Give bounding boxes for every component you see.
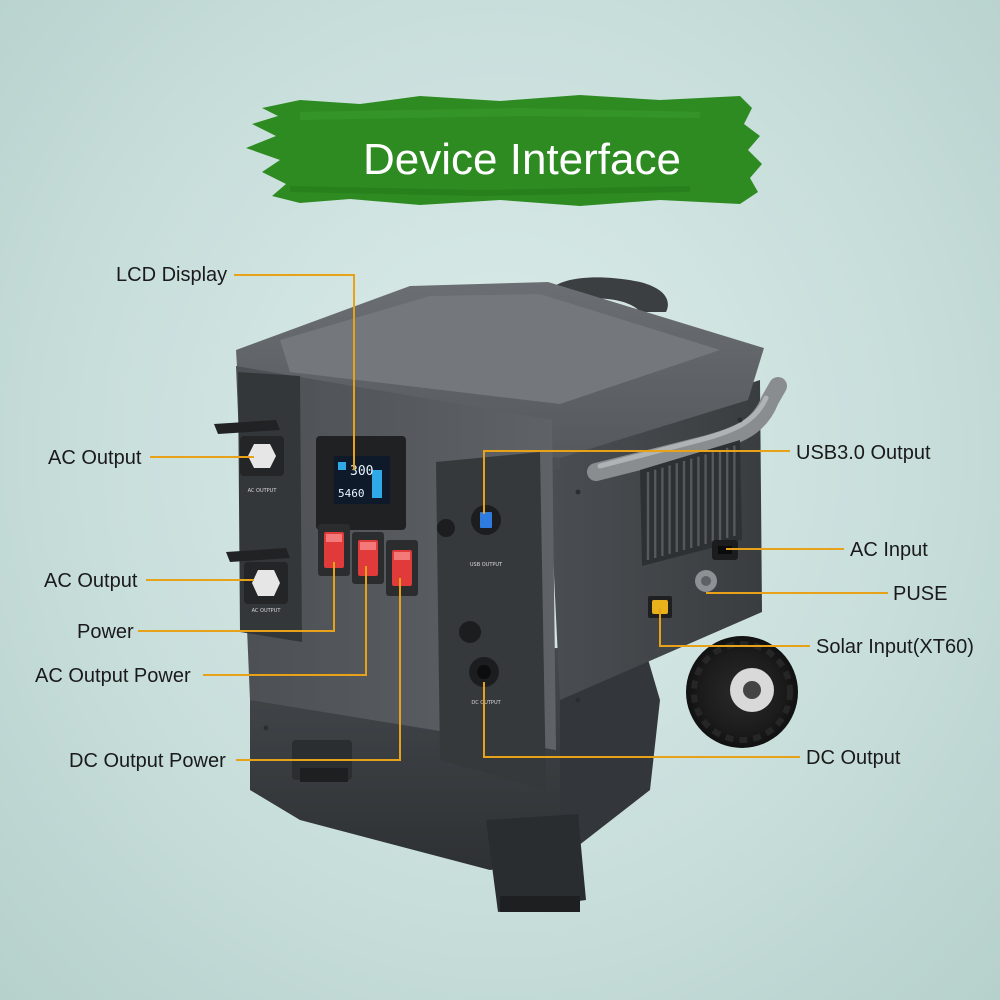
- ac-output-panel-label: AC OUTPUT: [248, 488, 278, 494]
- banner-brush-shape: [246, 95, 762, 206]
- leader-ac-output-power: [203, 566, 367, 676]
- lcd-icon: [338, 462, 346, 470]
- screw: [263, 725, 269, 731]
- fuse-knob[interactable]: [695, 570, 717, 592]
- screw: [575, 489, 581, 495]
- leader-solar-input: [659, 608, 810, 647]
- label-ac-input: AC Input: [850, 539, 928, 561]
- label-solar-input: Solar Input(XT60): [816, 636, 974, 658]
- switch-highlight: [394, 552, 410, 560]
- ac-outlet-top: AC OUTPUT: [214, 420, 284, 494]
- label-usb-output: USB3.0 Output: [796, 442, 931, 464]
- fuse-knob-center: [701, 576, 711, 586]
- usb-port-slot: [480, 512, 492, 528]
- right-front-panel: [436, 452, 546, 790]
- label-dc-output-power: DC Output Power: [69, 750, 226, 772]
- leader-dc-output-power: [236, 578, 401, 761]
- usb-port-cap: [437, 519, 455, 537]
- outlet-socket: [252, 570, 280, 596]
- side-handle: [587, 377, 787, 481]
- usb-output-panel-label: USB OUTPUT: [470, 562, 503, 568]
- power-station-device: AC OUTPUT AC OUTPUT 300 5460: [214, 277, 798, 912]
- lcd-line-2: 5460: [338, 487, 365, 500]
- screw: [737, 417, 743, 423]
- label-ac-output-power: AC Output Power: [35, 665, 191, 687]
- dc-output-panel-label: DC OUTPUT: [471, 700, 501, 706]
- outlet-cover: [214, 420, 280, 434]
- switch-highlight: [360, 542, 376, 550]
- wheel-tread-ring: [691, 641, 793, 743]
- rear-handle: [548, 277, 668, 312]
- ac-input-pins: [718, 546, 732, 554]
- leader-dc-output: [483, 682, 800, 758]
- lcd-line-1: 300: [350, 464, 373, 479]
- lcd-battery-bar: [372, 470, 382, 498]
- foot-pad: [300, 768, 348, 782]
- dc-port[interactable]: DC OUTPUT: [459, 621, 502, 706]
- ac-output-panel-label: AC OUTPUT: [252, 608, 282, 614]
- label-ac-output-top: AC Output: [48, 447, 142, 469]
- front-foot: [486, 814, 586, 912]
- title-banner: Device Interface: [246, 95, 762, 206]
- switch-power[interactable]: [318, 524, 350, 576]
- side-handle-highlight: [597, 395, 769, 469]
- switch-dc-output-power[interactable]: [386, 540, 418, 596]
- usb-port[interactable]: USB OUTPUT: [437, 505, 503, 568]
- label-fuse: PUSE: [893, 583, 947, 605]
- banner-brush-streak: [300, 108, 700, 120]
- wheel: [686, 636, 798, 748]
- leader-usb-output: [483, 450, 790, 514]
- xt60-connector: [652, 600, 668, 614]
- switch-highlight: [326, 534, 342, 542]
- outlet-socket: [248, 444, 276, 468]
- leader-lcd-display: [234, 274, 355, 470]
- switch-ac-output-power[interactable]: [352, 532, 384, 584]
- lid-ridge: [280, 294, 720, 404]
- outlet-cover: [226, 548, 290, 562]
- leader-power: [138, 562, 335, 632]
- foot-pad: [500, 896, 580, 912]
- wheel-hub-center: [743, 681, 761, 699]
- vent-slats: [646, 445, 736, 560]
- ac-input-port[interactable]: [712, 540, 738, 560]
- solar-input-port[interactable]: [648, 596, 672, 618]
- callout-leader-lines: [138, 274, 888, 761]
- label-power: Power: [77, 621, 134, 643]
- screw: [575, 697, 581, 703]
- dc-port-cap: [459, 621, 481, 643]
- ac-outlet-bottom: AC OUTPUT: [226, 548, 290, 614]
- page-title: Device Interface: [363, 135, 681, 184]
- callout-labels: LCD Display AC Output AC Output Power AC…: [35, 264, 974, 772]
- label-dc-output: DC Output: [806, 747, 901, 769]
- lcd-screen: 300 5460: [316, 436, 406, 530]
- label-ac-output-bottom: AC Output: [44, 570, 138, 592]
- dc-port-hole: [477, 665, 491, 679]
- banner-brush-streak: [290, 186, 690, 196]
- label-lcd-display: LCD Display: [116, 264, 227, 286]
